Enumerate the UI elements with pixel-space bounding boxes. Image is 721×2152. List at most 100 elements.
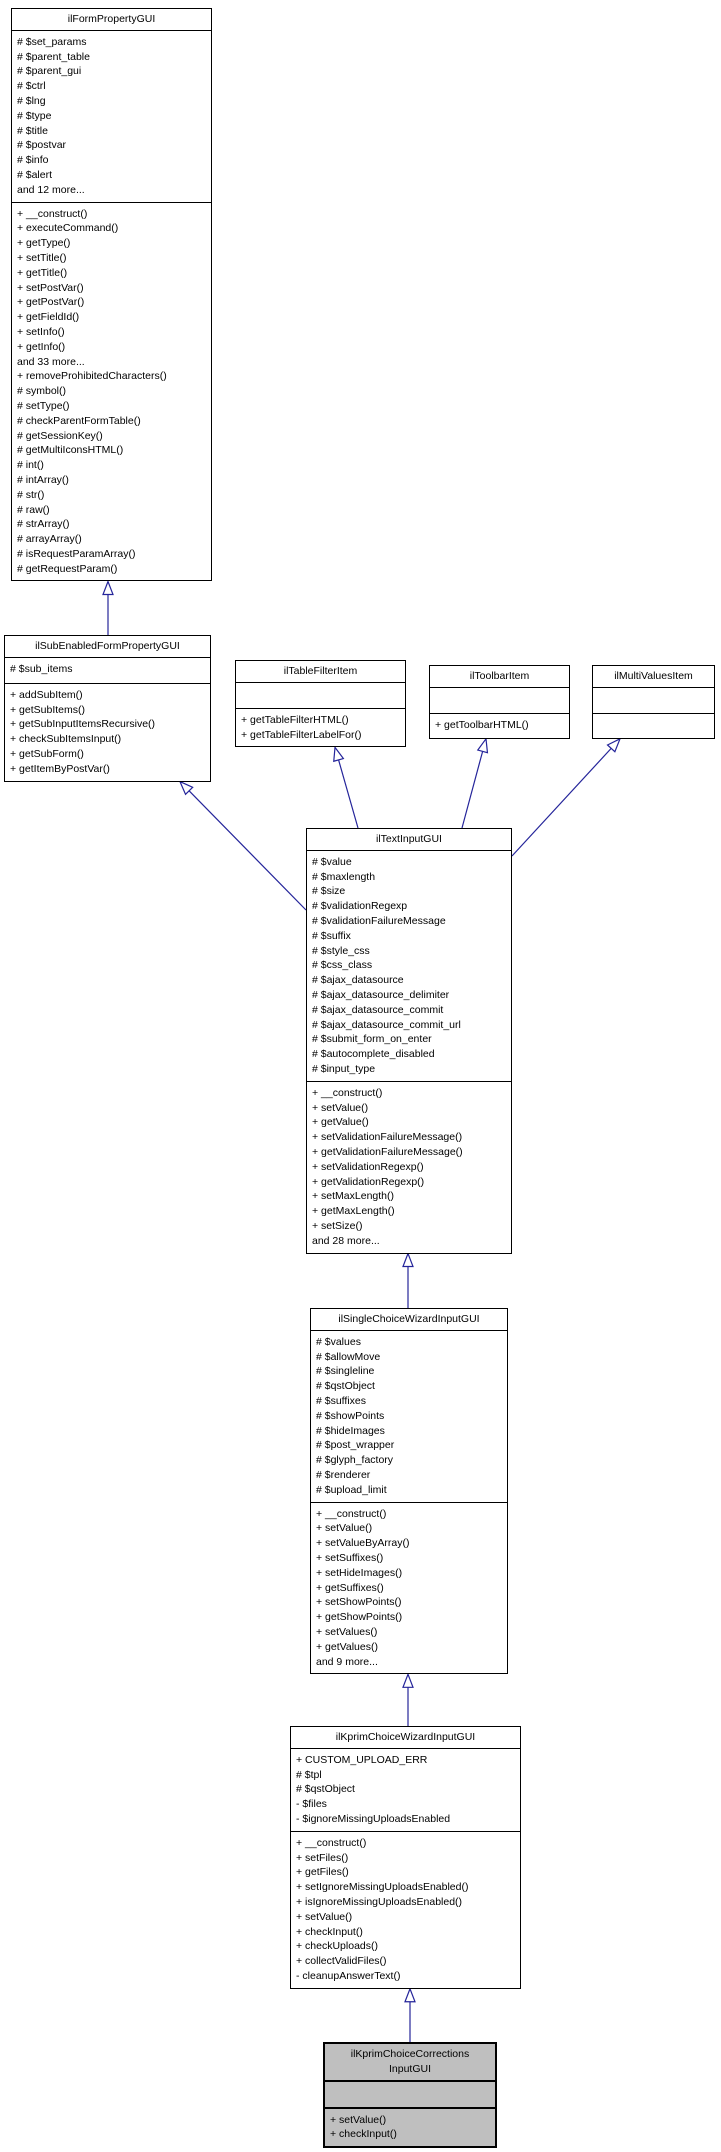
method-row: + checkInput() xyxy=(296,1925,363,1938)
class-methods: + __construct()+ setFiles()+ getFiles()+… xyxy=(291,1830,520,1988)
method-row: # checkParentFormTable() xyxy=(17,414,141,427)
method-row: # arrayArray() xyxy=(17,533,82,546)
method-row: + getValues() xyxy=(316,1640,378,1653)
class-title: ilTextInputGUI xyxy=(307,829,511,851)
class-attributes: + CUSTOM_UPLOAD_ERR# $tpl# $qstObject- $… xyxy=(291,1749,520,1831)
class-methods: + __construct()+ setValue()+ getValue()+… xyxy=(307,1080,511,1253)
method-row: + getMaxLength() xyxy=(312,1205,395,1218)
method-row: + setValidationRegexp() xyxy=(312,1160,424,1173)
attribute-row: # $type xyxy=(17,109,52,122)
attribute-row: # $value xyxy=(312,855,352,868)
attribute-row: # $tpl xyxy=(296,1768,322,1781)
inheritance-arrowhead xyxy=(402,1251,414,1268)
attribute-row: # $upload_limit xyxy=(316,1483,387,1496)
method-row: + checkUploads() xyxy=(296,1940,378,1953)
method-row: # strArray() xyxy=(17,518,70,531)
attribute-row: # $sub_items xyxy=(10,662,73,675)
attribute-row: # $glyph_factory xyxy=(316,1454,394,1467)
method-row: # getSessionKey() xyxy=(17,429,103,442)
method-row: # getMultiIconsHTML() xyxy=(17,444,124,457)
class-methods: + getToolbarHTML() xyxy=(430,712,569,738)
attribute-row: # $allowMove xyxy=(316,1350,381,1363)
attribute-row: # $alert xyxy=(17,168,53,181)
method-row: + getFieldId() xyxy=(17,311,80,324)
class-node-ilSingleChoiceWizardInputGUI[interactable]: ilSingleChoiceWizardInputGUI# $values# $… xyxy=(310,1308,508,1675)
inheritance-arrowhead xyxy=(178,780,194,796)
method-row: + setSuffixes() xyxy=(316,1551,384,1564)
class-node-ilFormPropertyGUI[interactable]: ilFormPropertyGUI# $set_params# $parent_… xyxy=(11,8,212,582)
method-row: + setPostVar() xyxy=(17,281,84,294)
inheritance-edge-textInput-to-subEnabled xyxy=(188,790,307,911)
attribute-row: # $input_type xyxy=(312,1062,376,1075)
method-row: + setValue() xyxy=(330,2113,387,2126)
class-node-ilToolbarItem[interactable]: ilToolbarItem+ getToolbarHTML() xyxy=(429,665,570,739)
method-row: + checkInput() xyxy=(330,2128,397,2141)
attribute-row: # $lng xyxy=(17,94,46,107)
attribute-row: - $files xyxy=(296,1798,327,1811)
class-node-ilTextInputGUI[interactable]: ilTextInputGUI# $value# $maxlength# $siz… xyxy=(306,828,512,1254)
method-row: + collectValidFiles() xyxy=(296,1955,387,1968)
class-attributes: # $set_params# $parent_table# $parent_gu… xyxy=(12,31,211,202)
method-row: # raw() xyxy=(17,503,50,516)
method-row: # symbol() xyxy=(17,385,67,398)
inheritance-arrowhead xyxy=(402,1672,414,1688)
method-row: # setType() xyxy=(17,399,70,412)
attribute-row: # $validationFailureMessage xyxy=(312,914,446,927)
method-row: + getTableFilterLabelFor() xyxy=(241,728,362,741)
inheritance-edge-textInput-to-multiValues xyxy=(511,747,612,857)
class-methods: + setValue() + checkInput() xyxy=(325,2106,495,2147)
attribute-row: # $set_params xyxy=(17,35,87,48)
method-row: + removeProhibitedCharacters() xyxy=(17,370,167,383)
class-attributes xyxy=(430,688,569,713)
method-row: + getInfo() xyxy=(17,340,66,353)
method-row: + getPostVar() xyxy=(17,296,85,309)
attribute-row: # $qstObject xyxy=(296,1783,355,1796)
class-node-ilTableFilterItem[interactable]: ilTableFilterItem+ getTableFilterHTML()+… xyxy=(235,660,406,748)
method-row: + getToolbarHTML() xyxy=(435,718,529,731)
method-row: + setValue() xyxy=(296,1910,353,1923)
method-row: # getRequestParam() xyxy=(17,562,118,575)
attribute-row: # $title xyxy=(17,124,48,137)
method-row: + setTitle() xyxy=(17,251,67,264)
attribute-row: # $renderer xyxy=(316,1468,371,1481)
inheritance-arrowhead xyxy=(333,745,345,763)
method-row: + getSubForm() xyxy=(10,747,84,760)
attribute-row: # $showPoints xyxy=(316,1409,385,1422)
class-node-ilKprimChoiceWizardInputGUI[interactable]: ilKprimChoiceWizardInputGUI+ CUSTOM_UPLO… xyxy=(290,1726,521,1989)
method-row: + __construct() xyxy=(316,1507,387,1520)
attribute-row: # $style_css xyxy=(312,944,370,957)
method-row: + addSubItem() xyxy=(10,688,83,701)
inheritance-edge-textInput-to-toolbar xyxy=(461,751,484,829)
method-row: + setValues() xyxy=(316,1625,378,1638)
method-row: + setValueByArray() xyxy=(316,1537,410,1550)
method-row: + isIgnoreMissingUploadsEnabled() xyxy=(296,1895,463,1908)
method-row: + setShowPoints() xyxy=(316,1596,402,1609)
inheritance-edge-textInput-to-tableFilter xyxy=(337,759,359,829)
method-row: + __construct() xyxy=(296,1836,367,1849)
class-node-ilMultiValuesItem[interactable]: ilMultiValuesItem xyxy=(592,665,715,739)
attribute-row: # $ajax_datasource_delimiter xyxy=(312,988,450,1001)
class-title: ilSubEnabledFormPropertyGUI xyxy=(5,636,210,658)
class-node-ilSubEnabledFormPropertyGUI[interactable]: ilSubEnabledFormPropertyGUI # $sub_items +… xyxy=(4,635,211,782)
class-attributes: # $sub_items xyxy=(5,658,210,683)
class-methods: + addSubItem()+ getSubItems()+ getSubInp… xyxy=(5,682,210,781)
class-methods xyxy=(593,712,714,738)
class-title: ilTableFilterItem xyxy=(236,661,405,683)
attribute-row: # $ctrl xyxy=(17,80,46,93)
method-row: + setHideImages() xyxy=(316,1566,403,1579)
inheritance-arrowhead xyxy=(102,579,114,596)
class-attributes: # $values# $allowMove# $singleline# $qst… xyxy=(311,1331,507,1502)
method-row: + setValidationFailureMessage() xyxy=(312,1131,463,1144)
inheritance-arrowhead xyxy=(606,737,622,753)
attribute-row: # $parent_gui xyxy=(17,65,82,78)
method-row: + setFiles() xyxy=(296,1851,349,1864)
method-row: + getSuffixes() xyxy=(316,1581,384,1594)
method-row: # isRequestParamArray() xyxy=(17,547,136,560)
class-title: ilMultiValuesItem xyxy=(593,666,714,688)
method-row: and 33 more... xyxy=(17,355,85,368)
method-row: + getItemByPostVar() xyxy=(10,762,110,775)
attribute-row: # $info xyxy=(17,154,49,167)
